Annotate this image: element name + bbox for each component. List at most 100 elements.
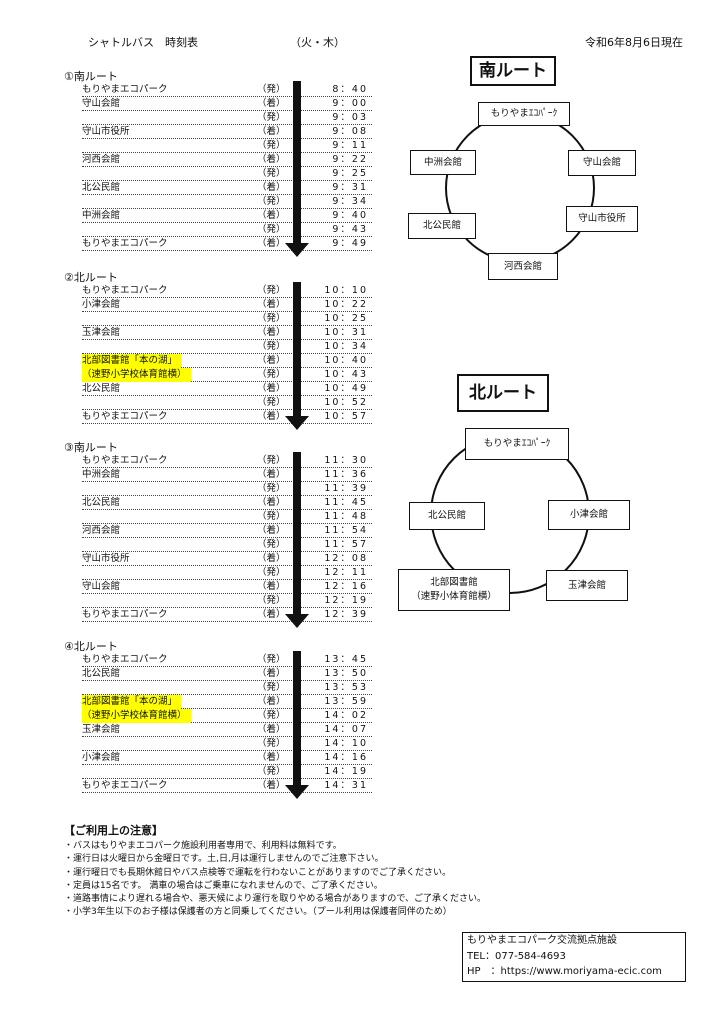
timetable-row: 河西会館（着）9：22 xyxy=(82,153,372,167)
arrive-depart-label: （発） xyxy=(257,654,286,665)
north-route-title: 北ルート xyxy=(457,374,549,412)
stop-name: もりやまエコパーク xyxy=(82,238,168,249)
timetable-row: 北公民館（着）9：31 xyxy=(82,181,372,195)
timetable-row: 小津会館（着）10：22 xyxy=(82,298,372,312)
timetable-row: 中洲会館 （着） 9：40 xyxy=(82,209,372,223)
timetable-row: （発）12：19 xyxy=(82,594,372,608)
timetable-row: 守山会館（着）12：16 xyxy=(82,580,372,594)
timetable-row: 北部図書館「本の湖」（着）13：59 xyxy=(82,695,372,709)
north-node-kita: 北公民館 xyxy=(409,502,485,530)
timetable-row: （発） 14：19 xyxy=(82,765,372,779)
stop-name: もりやまエコパーク xyxy=(82,455,168,466)
arrive-depart-label: （発） xyxy=(257,682,286,693)
time-value: 9：00 xyxy=(332,98,368,109)
south-node-city-hall: 守山市役所 xyxy=(566,206,638,232)
south-node-moriyama: 守山会館 xyxy=(568,150,636,176)
timetable-row: もりやまエコパーク（発）8：40 xyxy=(82,83,372,97)
stop-name: 河西会館 xyxy=(82,525,121,536)
north-node-tamatsu: 玉津会館 xyxy=(546,570,628,601)
arrive-depart-label: （発） xyxy=(257,567,286,578)
stop-name: 中洲会館 xyxy=(82,210,121,221)
homepage-link[interactable]: HP ：https://www.moriyama-ecic.com xyxy=(467,966,662,977)
north-node-ecopark: もりやまｴｺﾊﾟｰｸ xyxy=(465,428,569,460)
time-value: 8：40 xyxy=(332,84,368,95)
timetable-row: 守山市役所（着）12：08 xyxy=(82,552,372,566)
arrive-depart-label: （発） xyxy=(257,341,286,352)
arrow-head-icon xyxy=(285,614,309,628)
timetable-row: （発）12：11 xyxy=(82,566,372,580)
time-value: 13：45 xyxy=(324,654,368,665)
time-value: 9：34 xyxy=(332,196,368,207)
time-value: 10：34 xyxy=(324,341,368,352)
north-node-library: 北部図書館 （速野小体育館横） xyxy=(398,569,510,611)
arrive-depart-label: （着） xyxy=(257,780,286,791)
arrow-head-icon xyxy=(285,243,309,257)
arrow-shaft xyxy=(293,81,301,245)
timetable-row: （発）9：11 xyxy=(82,139,372,153)
arrive-depart-label: （発） xyxy=(257,140,286,151)
telephone: TEL：077-584-4693 xyxy=(467,950,566,962)
timetable-row: （発） 9：34 xyxy=(82,195,372,209)
time-value: 9：40 xyxy=(332,210,368,221)
section-title: ①南ルート xyxy=(64,70,118,83)
timetable-row: 河西会館 （着） 11：54 xyxy=(82,524,372,538)
timetable-row: もりやまエコパーク（発）10：10 xyxy=(82,284,372,298)
stop-name: 守山市役所 xyxy=(82,126,130,137)
stop-name: 小津会館 xyxy=(82,752,121,763)
stop-name: （速野小学校体育館横） xyxy=(82,368,191,382)
time-value: 14：31 xyxy=(324,780,368,791)
usage-note: ・小学3年生以下のお子様は保護者の方と同乗してください。（プール利用は保護者同伴… xyxy=(64,907,452,918)
arrive-depart-label: （着） xyxy=(257,383,286,394)
north-node-ozu: 小津会館 xyxy=(548,500,630,530)
time-value: 10：22 xyxy=(324,299,368,310)
arrive-depart-label: （着） xyxy=(257,525,286,536)
arrive-depart-label: （発） xyxy=(257,710,286,721)
direction-arrow-icon xyxy=(285,452,309,630)
arrive-depart-label: （発） xyxy=(257,766,286,777)
stop-name: 玉津会館 xyxy=(82,327,121,338)
timetable-row: （発）11：39 xyxy=(82,482,372,496)
time-value: 10：57 xyxy=(324,411,368,422)
timetable-row: もりやまエコパーク（発）11：30 xyxy=(82,454,372,468)
time-value: 14：19 xyxy=(324,766,368,777)
time-value: 11：36 xyxy=(324,469,368,480)
timetable-row: （発）9：03 xyxy=(82,111,372,125)
time-value: 10：43 xyxy=(324,369,368,380)
south-node-nakasu: 中洲会館 xyxy=(410,150,476,175)
direction-arrow-icon xyxy=(285,81,309,259)
south-node-kita: 北公民館 xyxy=(408,213,476,239)
time-value: 11：54 xyxy=(324,525,368,536)
time-value: 12：19 xyxy=(324,595,368,606)
south-route-loop xyxy=(445,113,595,263)
timetable-row: 守山会館（着）9：00 xyxy=(82,97,372,111)
stop-name: 守山市役所 xyxy=(82,553,130,564)
time-value: 9：22 xyxy=(332,154,368,165)
time-value: 9：31 xyxy=(332,182,368,193)
time-value: 14：07 xyxy=(324,724,368,735)
arrive-depart-label: （発） xyxy=(257,196,286,207)
time-value: 11：48 xyxy=(324,511,368,522)
timetable-row: もりやまエコパーク （発） 13：45 xyxy=(82,653,372,667)
timetable-row: （発）13：53 xyxy=(82,681,372,695)
time-value: 10：25 xyxy=(324,313,368,324)
timetable-row: 玉津会館（着）10：31 xyxy=(82,326,372,340)
timetable-row: （速野小学校体育館横）（発）10：43 xyxy=(82,368,372,382)
arrive-depart-label: （着） xyxy=(257,238,286,249)
stop-name: 玉津会館 xyxy=(82,724,121,735)
arrive-depart-label: （着） xyxy=(257,355,286,366)
timetable-row: （速野小学校体育館横）（発）14：02 xyxy=(82,709,372,723)
timetable-row: （発） 10：34 xyxy=(82,340,372,354)
usage-notes-title: 【ご利用上の注意】 xyxy=(64,824,163,837)
time-value: 12：16 xyxy=(324,581,368,592)
time-value: 10：40 xyxy=(324,355,368,366)
time-value: 10：31 xyxy=(324,327,368,338)
timetable-row: （発）11：48 xyxy=(82,510,372,524)
stop-name: もりやまエコパーク xyxy=(82,411,168,422)
stop-name: （速野小学校体育館横） xyxy=(82,709,191,723)
stop-name: もりやまエコパーク xyxy=(82,654,168,665)
time-value: 11：39 xyxy=(324,483,368,494)
north-node-library-sub: （速野小体育館横） xyxy=(411,591,497,602)
arrive-depart-label: （発） xyxy=(257,397,286,408)
time-value: 9：25 xyxy=(332,168,368,179)
arrive-depart-label: （着） xyxy=(257,210,286,221)
